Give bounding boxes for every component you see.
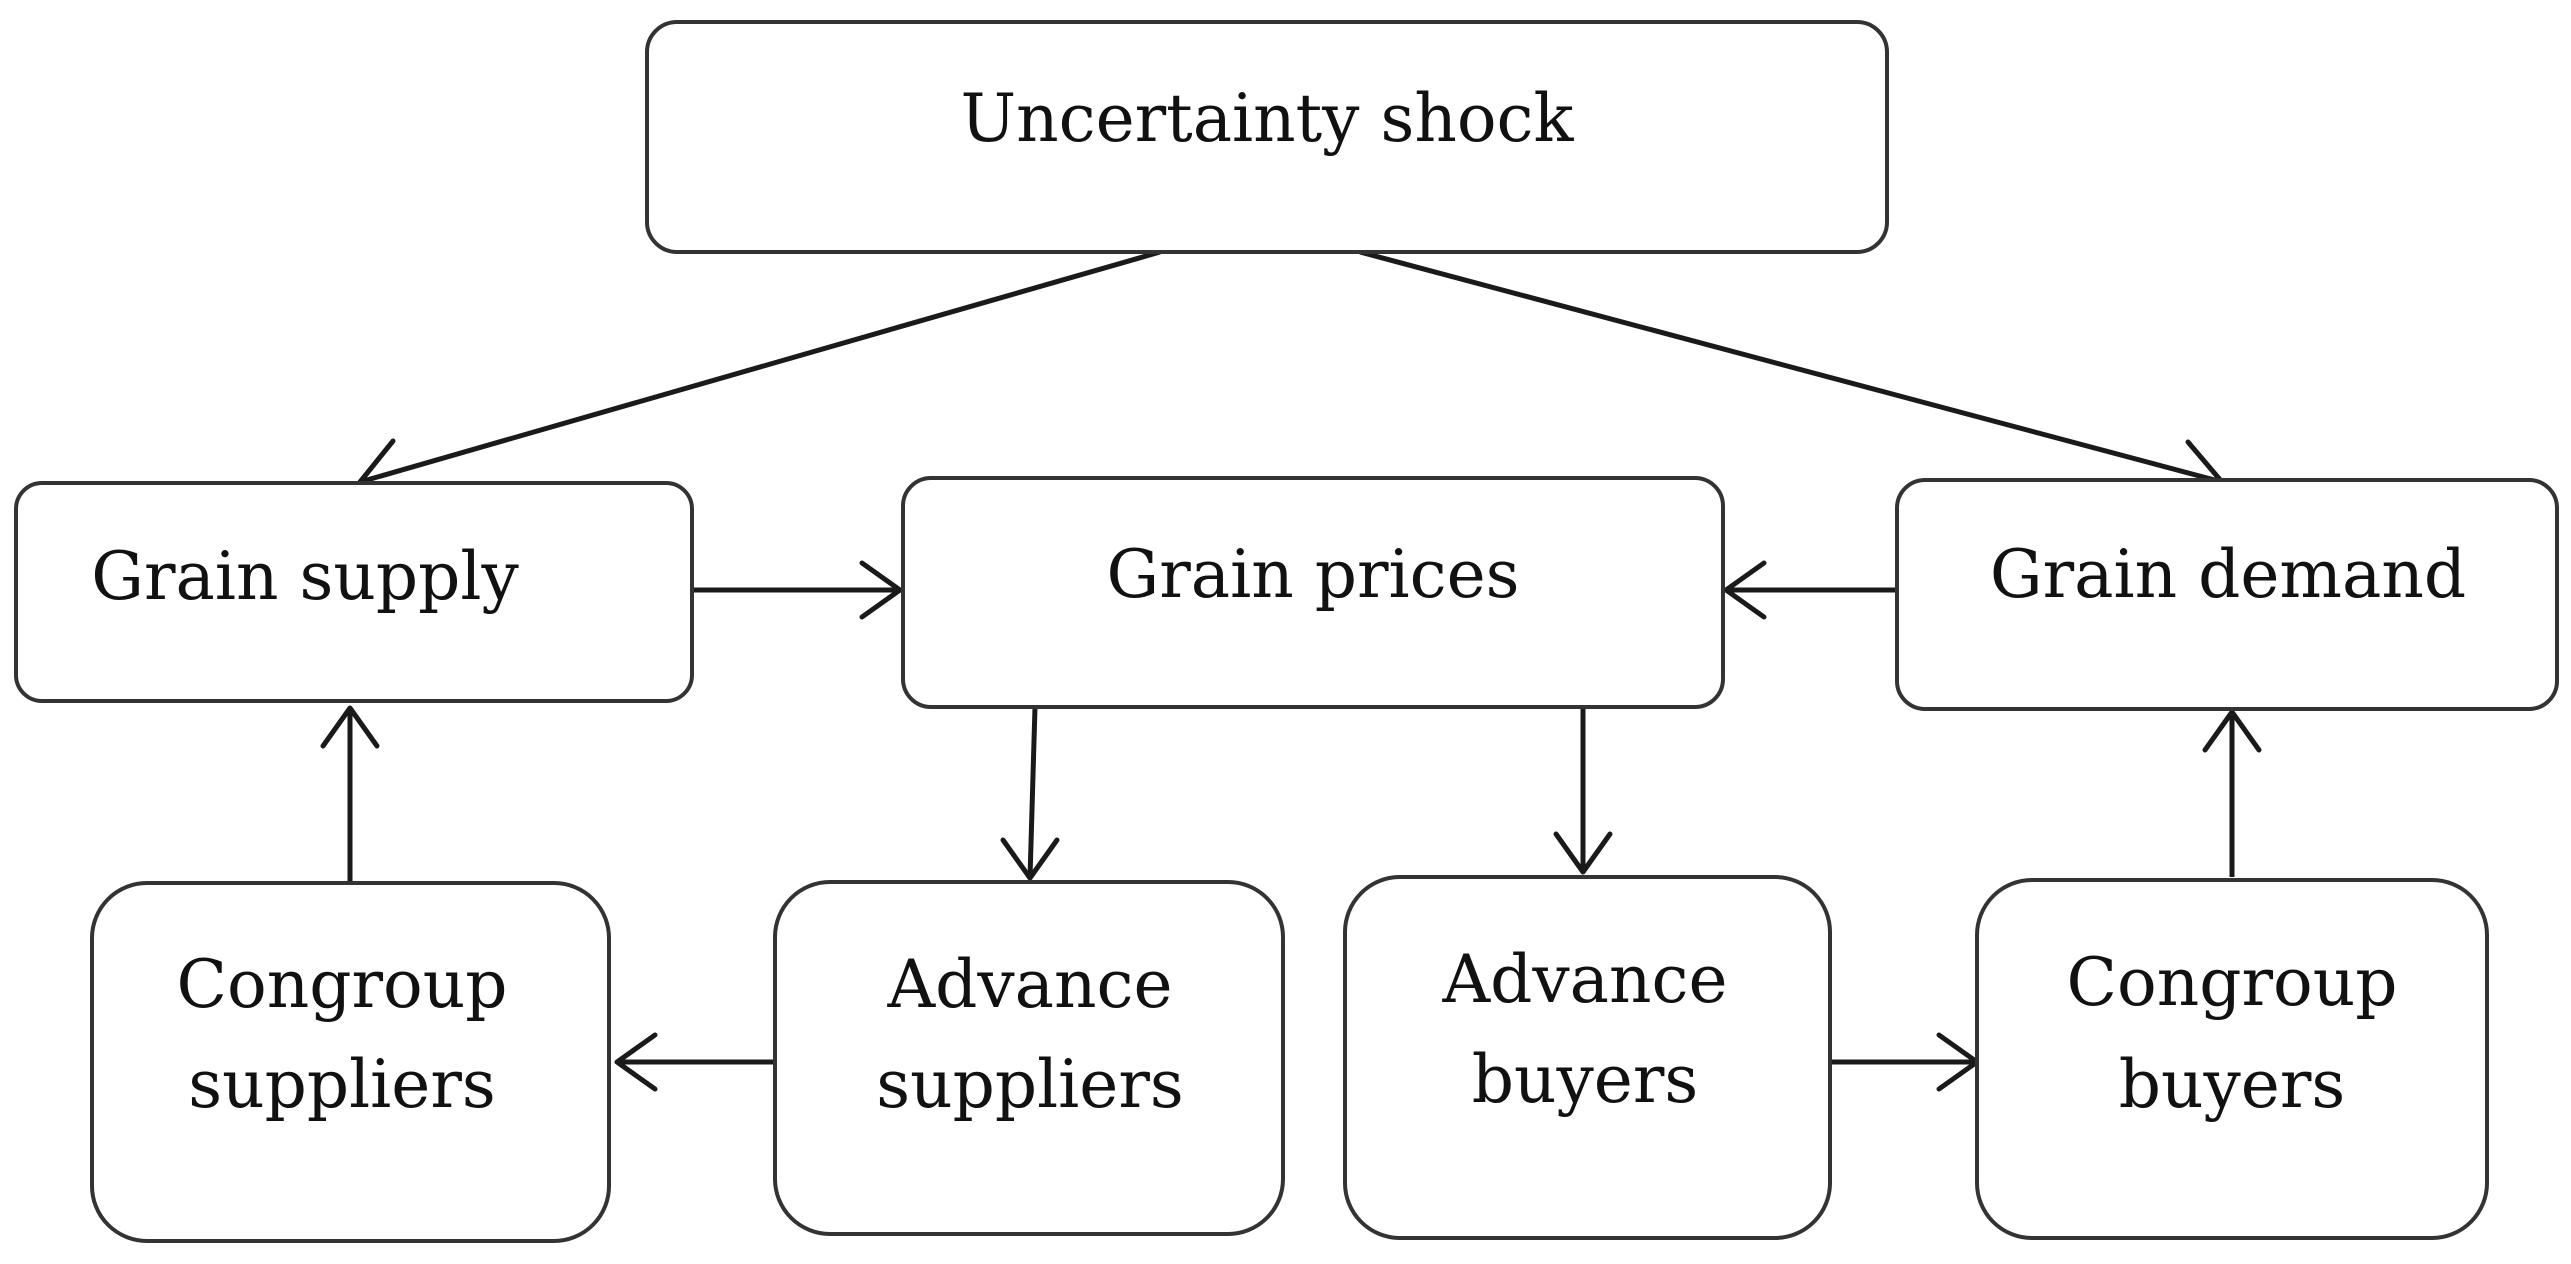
node-grain-demand-label: Grain demand	[1990, 536, 2466, 613]
node-uncertainty-shock-label: Uncertainty shock	[960, 80, 1574, 157]
edge-prices-to-advance-buyers	[1553, 707, 1613, 875]
node-congroup-buyers-line1: Congroup	[2066, 944, 2397, 1021]
node-grain-prices: Grain prices	[901, 476, 1725, 709]
node-congroup-buyers: Congroup buyers	[1975, 878, 2489, 1240]
node-congroup-buyers-line2: buyers	[2119, 1046, 2346, 1123]
node-congroup-suppliers-line1: Congroup	[176, 946, 507, 1023]
node-grain-supply: Grain supply	[14, 481, 694, 703]
node-advance-suppliers-line1: Advance	[886, 946, 1172, 1023]
node-advance-buyers-line1: Advance	[1441, 941, 1727, 1018]
node-advance-buyers-line2: buyers	[1472, 1041, 1699, 1118]
node-advance-suppliers: Advance suppliers	[773, 880, 1285, 1236]
edge-congroup-buyers-to-demand	[2202, 709, 2262, 877]
edge-advance-buyers-to-congroup-buyers	[1830, 1032, 1980, 1092]
node-grain-demand: Grain demand	[1895, 478, 2559, 711]
node-congroup-suppliers: Congroup suppliers	[90, 881, 611, 1243]
node-advance-suppliers-line2: suppliers	[876, 1046, 1184, 1123]
node-advance-buyers: Advance buyers	[1343, 875, 1832, 1240]
node-uncertainty-shock: Uncertainty shock	[645, 20, 1889, 254]
edge-uncertainty-to-demand	[1359, 249, 2225, 500]
edge-advance-suppliers-to-congroup-suppliers	[614, 1032, 775, 1092]
edge-prices-to-advance-suppliers	[1000, 706, 1060, 881]
edge-congroup-suppliers-to-supply	[320, 705, 380, 883]
edge-supply-to-prices	[692, 560, 903, 620]
node-grain-supply-label: Grain supply	[91, 538, 519, 615]
edge-demand-to-prices	[1723, 560, 1897, 620]
edge-uncertainty-to-supply	[357, 249, 1161, 499]
node-grain-prices-label: Grain prices	[1106, 536, 1519, 613]
node-congroup-suppliers-line2: suppliers	[188, 1046, 496, 1123]
